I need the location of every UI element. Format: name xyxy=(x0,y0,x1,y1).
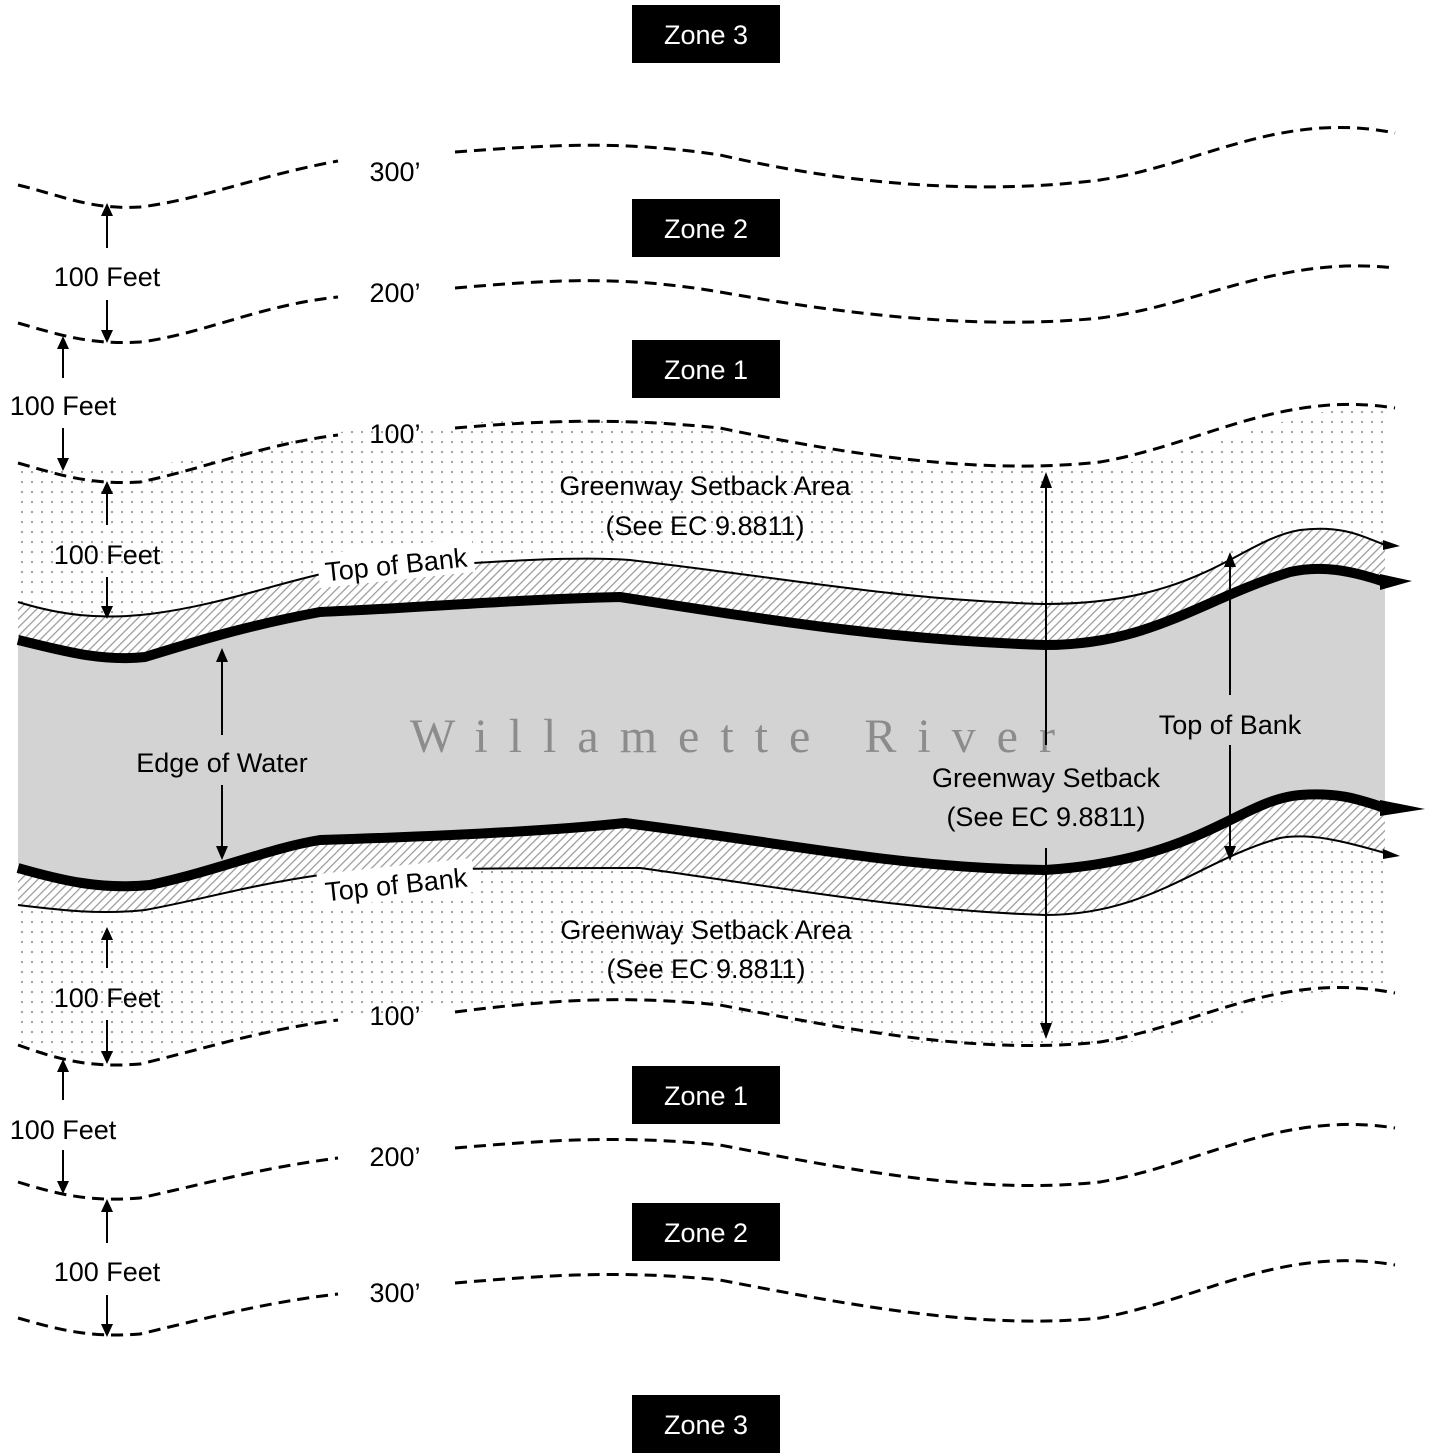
top-of-bank-right-arrow: Top of Bank xyxy=(1159,552,1302,861)
zone-1-top-box: Zone 1 xyxy=(632,340,780,398)
zone-1-bottom-box: Zone 1 xyxy=(632,1066,780,1124)
svg-text:100 Feet: 100 Feet xyxy=(54,1257,161,1287)
north-200-line xyxy=(17,264,1396,344)
north-top-of-bank-line xyxy=(17,527,1386,618)
svg-text:100 Feet: 100 Feet xyxy=(54,983,161,1013)
spacing-arrow-north-c: 100 Feet xyxy=(54,481,161,619)
svg-text:100 Feet: 100 Feet xyxy=(54,262,161,292)
south-bank-end-arrow xyxy=(1383,849,1400,859)
zone-2-top-box: Zone 2 xyxy=(632,199,780,257)
spacing-arrow-south-c: 100 Feet xyxy=(54,1199,161,1337)
south-200-marker: 200’ xyxy=(369,1142,420,1172)
svg-text:Zone 3: Zone 3 xyxy=(664,20,748,50)
svg-text:Top of Bank: Top of Bank xyxy=(1159,710,1302,740)
zone-3-top-box: Zone 3 xyxy=(632,5,780,63)
greenway-north-reference: (See EC 9.8811) xyxy=(605,511,804,541)
river-name: Willamette River xyxy=(410,710,1076,763)
greenway-north-title: Greenway Setback Area xyxy=(559,471,851,501)
zone-3-bottom-box: Zone 3 xyxy=(632,1395,780,1453)
north-200-marker: 200’ xyxy=(369,278,420,308)
south-200-line xyxy=(17,1123,1396,1201)
svg-text:Zone 2: Zone 2 xyxy=(664,1218,748,1248)
south-100-line xyxy=(17,985,1396,1067)
north-bank-end-arrow xyxy=(1383,540,1400,550)
north-edge-of-water-line xyxy=(16,563,1387,664)
svg-text:Edge of Water: Edge of Water xyxy=(136,748,308,778)
svg-text:Zone 3: Zone 3 xyxy=(664,1410,748,1440)
svg-text:(See EC 9.8811): (See EC 9.8811) xyxy=(946,802,1145,832)
greenway-south-title: Greenway Setback Area xyxy=(560,915,852,945)
south-edge-of-water-line xyxy=(16,789,1387,892)
zone-2-bottom-box: Zone 2 xyxy=(632,1203,780,1261)
north-300-marker: 300’ xyxy=(369,157,420,187)
south-300-line xyxy=(17,1259,1396,1337)
svg-text:Zone 1: Zone 1 xyxy=(664,1081,748,1111)
south-top-of-bank-line xyxy=(17,835,1386,917)
north-100-marker: 100’ xyxy=(369,419,420,449)
south-bank-hatch xyxy=(18,794,1385,915)
top-of-bank-north-label: Top of Bank xyxy=(316,537,476,589)
spacing-arrow-north-b: 100 Feet xyxy=(10,336,117,471)
greenway-setback-arrow: Greenway Setback (See EC 9.8811) xyxy=(932,472,1161,1039)
spacing-arrow-south-a: 100 Feet xyxy=(54,927,161,1064)
svg-text:100 Feet: 100 Feet xyxy=(10,391,117,421)
svg-text:100 Feet: 100 Feet xyxy=(10,1115,117,1145)
spacing-arrow-south-b: 100 Feet xyxy=(10,1059,117,1194)
edge-of-water-arrow: Edge of Water xyxy=(136,648,308,860)
south-100-marker: 100’ xyxy=(369,1001,420,1031)
north-300-line xyxy=(17,125,1396,209)
south-300-marker: 300’ xyxy=(369,1278,420,1308)
north-bank-hatch xyxy=(18,528,1385,659)
north-water-end-arrow xyxy=(1380,574,1412,590)
svg-text:100 Feet: 100 Feet xyxy=(54,540,161,570)
svg-text:Zone 2: Zone 2 xyxy=(664,214,748,244)
north-100-line xyxy=(17,403,1396,484)
svg-text:Greenway Setback: Greenway Setback xyxy=(932,763,1161,793)
spacing-arrow-north-a: 100 Feet xyxy=(54,203,161,343)
south-water-end-arrow xyxy=(1380,800,1425,816)
svg-text:Zone 1: Zone 1 xyxy=(664,355,748,385)
greenway-south-reference: (See EC 9.8811) xyxy=(606,954,805,984)
